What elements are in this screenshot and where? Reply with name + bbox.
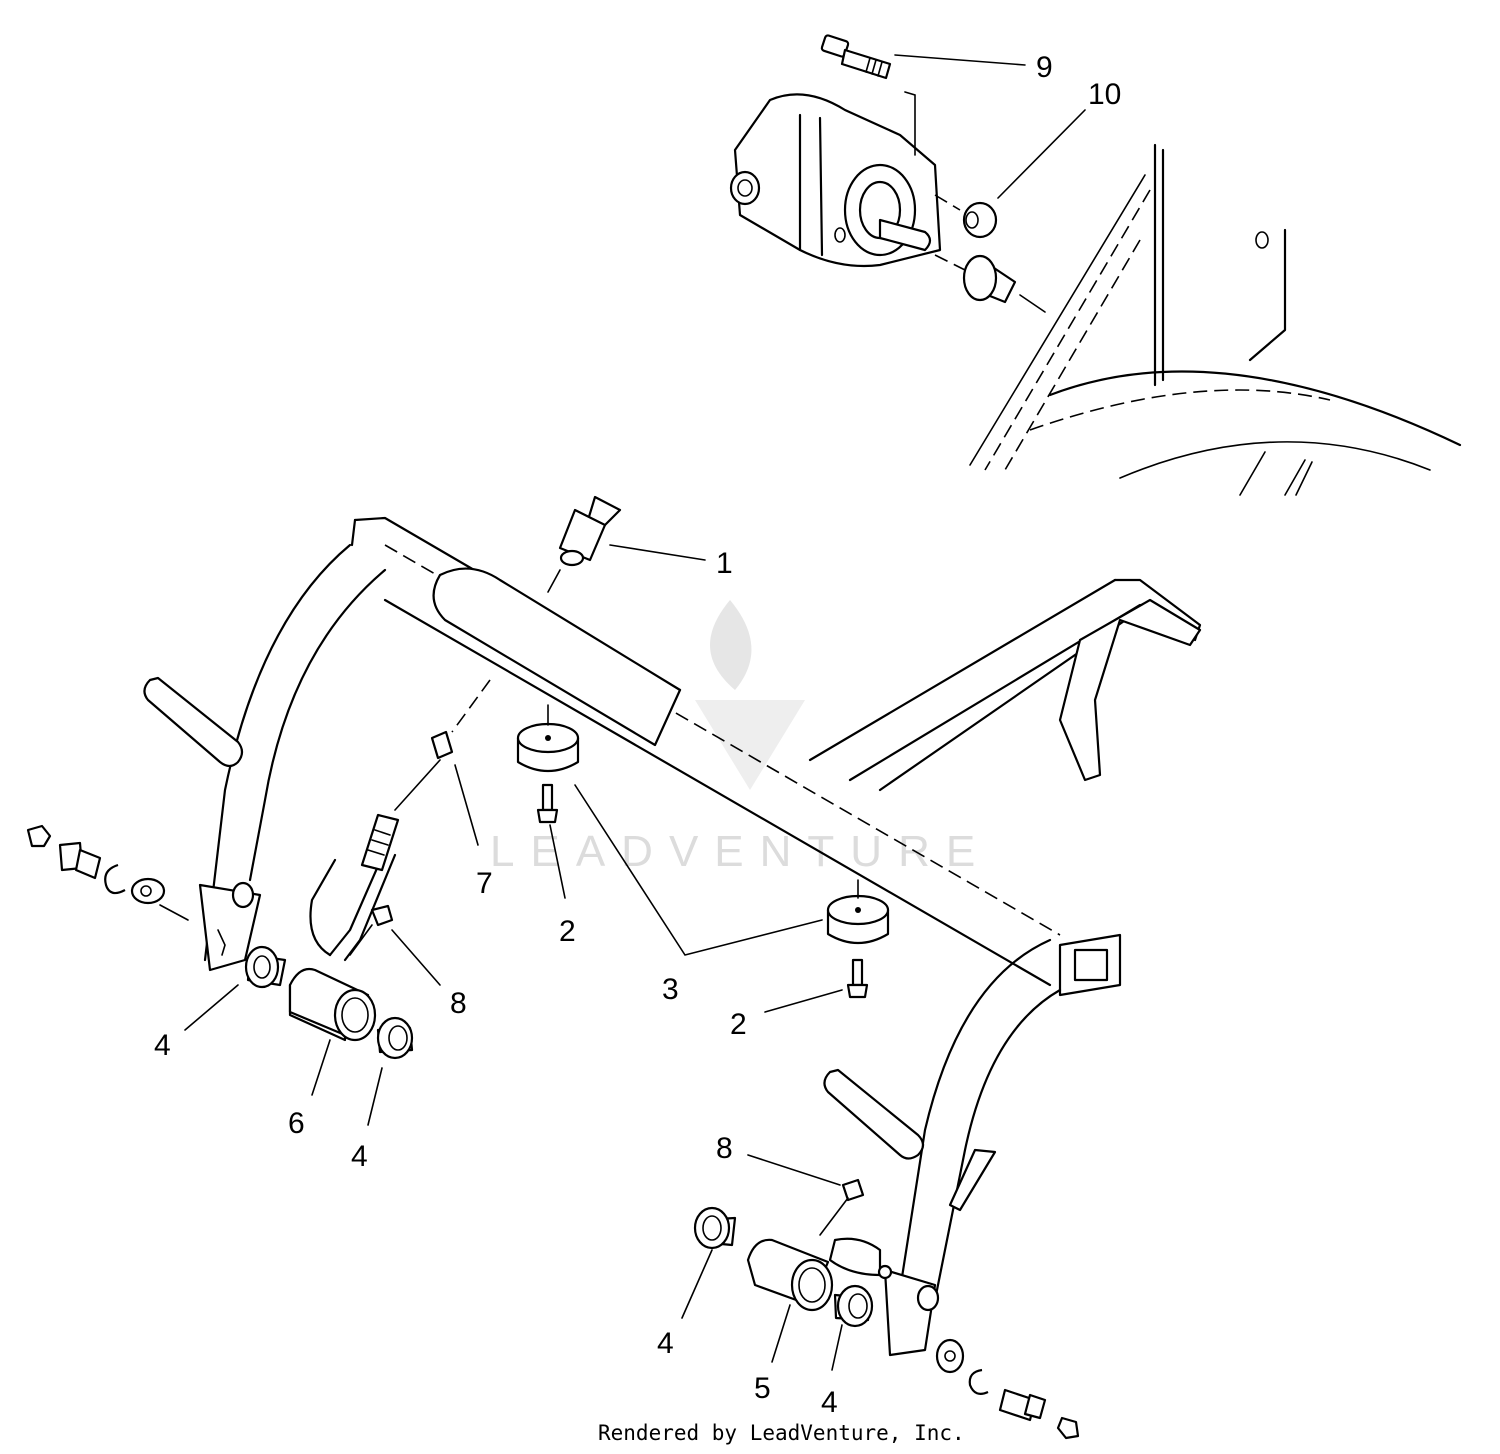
linkage-rod-left (309, 759, 441, 962)
bushing-4-right-b (833, 1284, 874, 1328)
bushing-4-left-a (244, 945, 287, 989)
callout-4-left-b: 4 (351, 1140, 368, 1173)
callout-9: 9 (1036, 51, 1053, 84)
callout-4-left-a: 4 (154, 1029, 171, 1062)
callout-8-left: 8 (450, 987, 467, 1020)
tube-5 (746, 1238, 834, 1312)
callout-3: 3 (662, 973, 679, 1006)
callout-7: 7 (476, 867, 493, 900)
bumper-3-lower (826, 879, 890, 944)
callout-1: 1 (716, 547, 733, 580)
hardware-left (26, 824, 189, 921)
callout-5: 5 (754, 1372, 771, 1405)
watermark-text: LEADVENTURE (490, 827, 991, 876)
callout-10: 10 (1088, 78, 1121, 111)
pump-assembly (729, 93, 942, 268)
pin-7 (430, 679, 491, 760)
pedal-frame (143, 516, 1202, 1357)
linkage-rod-right (828, 1237, 893, 1280)
bolt-9 (820, 34, 916, 156)
spacer-10 (934, 194, 1046, 313)
frame-outline (969, 143, 1462, 496)
bushing-4-right-a (693, 1206, 737, 1250)
fastener-8-left (349, 904, 394, 956)
bumper-3-upper (516, 704, 580, 772)
screw-2-upper (536, 783, 559, 824)
callout-6: 6 (288, 1107, 305, 1140)
bushing-4-left-b (376, 1016, 414, 1060)
callout-4-right-b: 4 (821, 1386, 838, 1419)
callout-4-right-a: 4 (657, 1327, 674, 1360)
render-credit: Rendered by LeadVenture, Inc. (598, 1421, 965, 1445)
leader-lines (184, 54, 1086, 1371)
callout-8-right: 8 (716, 1132, 733, 1165)
callout-2-upper: 2 (559, 915, 576, 948)
leadventure-watermark: LEADVENTURE (490, 600, 991, 876)
callout-2-lower: 2 (730, 1008, 747, 1041)
fastener-8-right (819, 1178, 865, 1236)
callout-labels: 9 10 1 7 2 3 2 8 4 6 4 8 4 5 4 (154, 51, 1121, 1419)
screw-2-lower (846, 958, 869, 999)
hardware-right (935, 1338, 1080, 1440)
tube-6 (288, 967, 377, 1042)
switch-part-1 (547, 495, 622, 593)
